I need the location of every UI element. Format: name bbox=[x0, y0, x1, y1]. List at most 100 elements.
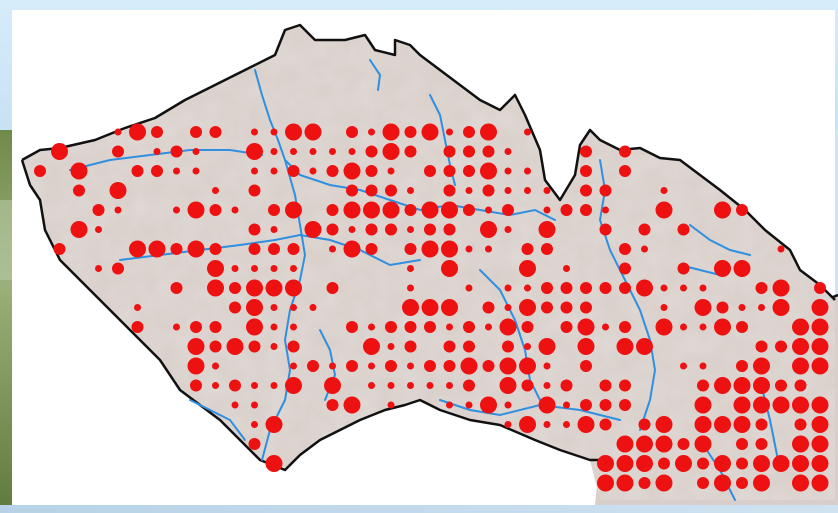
occurrence-dot bbox=[753, 396, 770, 414]
occurrence-dot bbox=[755, 418, 768, 431]
occurrence-dot bbox=[811, 416, 829, 433]
occurrence-dot bbox=[251, 401, 258, 409]
occurrence-dot bbox=[231, 265, 239, 272]
occurrence-dot bbox=[407, 226, 414, 233]
occurrence-dot bbox=[580, 301, 592, 314]
occurrence-dot bbox=[811, 396, 829, 414]
occurrence-dot bbox=[638, 477, 651, 489]
occurrence-dot bbox=[736, 321, 748, 333]
occurrence-dot bbox=[504, 401, 512, 409]
occurrence-dot bbox=[541, 301, 553, 314]
occurrence-dot bbox=[599, 379, 612, 392]
occurrence-dot bbox=[636, 279, 653, 297]
occurrence-dot bbox=[248, 223, 261, 236]
occurrence-dot bbox=[521, 321, 534, 333]
occurrence-dot bbox=[441, 260, 458, 277]
occurrence-dot bbox=[270, 343, 278, 350]
river-odra bbox=[689, 224, 751, 256]
occurrence-dot bbox=[368, 128, 375, 136]
occurrence-dot bbox=[251, 128, 258, 136]
occurrence-dot bbox=[519, 357, 536, 375]
occurrence-dot bbox=[736, 204, 748, 216]
occurrence-dot bbox=[599, 223, 612, 236]
occurrence-dot bbox=[792, 357, 809, 375]
occurrence-dot bbox=[192, 148, 200, 155]
occurrence-dot bbox=[675, 455, 692, 472]
occurrence-dot bbox=[229, 301, 241, 314]
occurrence-dot bbox=[597, 474, 614, 492]
occurrence-dot bbox=[733, 396, 751, 414]
occurrence-dot bbox=[151, 165, 163, 177]
occurrence-dot bbox=[443, 223, 456, 236]
occurrence-dot bbox=[329, 362, 336, 370]
occurrence-dot bbox=[343, 396, 361, 414]
occurrence-dot bbox=[697, 477, 709, 489]
occurrence-dot bbox=[580, 184, 592, 197]
occurrence-dot bbox=[443, 165, 456, 177]
occurrence-dot bbox=[70, 162, 88, 180]
occurrence-dot bbox=[811, 299, 829, 316]
occurrence-dot bbox=[680, 323, 687, 331]
occurrence-dot bbox=[134, 304, 141, 311]
occurrence-dot bbox=[170, 145, 183, 158]
occurrence-dot bbox=[714, 201, 731, 219]
occurrence-dot bbox=[660, 304, 668, 311]
occurrence-dot bbox=[248, 340, 261, 353]
occurrence-dot bbox=[387, 382, 395, 389]
occurrence-dot bbox=[599, 418, 612, 431]
occurrence-dot bbox=[521, 379, 534, 392]
occurrence-dot bbox=[290, 265, 297, 272]
occurrence-dot bbox=[714, 260, 731, 277]
occurrence-dot bbox=[499, 357, 517, 375]
occurrence-dot bbox=[404, 126, 417, 138]
occurrence-dot bbox=[775, 340, 787, 353]
occurrence-dot bbox=[270, 382, 278, 389]
occurrence-dot bbox=[131, 321, 144, 333]
river-ohre bbox=[69, 149, 263, 171]
occurrence-dot bbox=[753, 357, 770, 375]
occurrence-dot bbox=[694, 299, 712, 316]
occurrence-dot bbox=[207, 260, 224, 277]
occurrence-dot bbox=[519, 416, 536, 433]
occurrence-dot bbox=[811, 318, 829, 336]
occurrence-dot bbox=[524, 187, 531, 194]
occurrence-dot bbox=[504, 167, 512, 175]
occurrence-dot bbox=[231, 206, 239, 214]
occurrence-dot bbox=[363, 201, 380, 219]
occurrence-dot bbox=[443, 184, 456, 197]
occurrence-dot bbox=[543, 206, 551, 214]
occurrence-dot bbox=[502, 204, 514, 216]
occurrence-dot bbox=[699, 323, 707, 331]
occurrence-dot bbox=[580, 282, 592, 294]
occurrence-dot bbox=[616, 455, 634, 472]
occurrence-dot bbox=[563, 265, 570, 272]
occurrence-dot bbox=[541, 243, 553, 255]
occurrence-dot bbox=[270, 323, 278, 331]
occurrence-dot bbox=[563, 401, 570, 409]
occurrence-dot bbox=[755, 340, 768, 353]
occurrence-dot bbox=[190, 379, 202, 392]
occurrence-dot bbox=[443, 340, 456, 353]
occurrence-dot bbox=[268, 243, 280, 255]
occurrence-dot bbox=[463, 145, 475, 158]
occurrence-dot bbox=[387, 343, 395, 350]
occurrence-dots bbox=[34, 123, 829, 492]
occurrence-dot bbox=[811, 357, 829, 375]
occurrence-dot bbox=[714, 318, 731, 336]
occurrence-dot bbox=[463, 340, 475, 353]
occurrence-dot bbox=[772, 455, 790, 472]
occurrence-dot bbox=[794, 418, 807, 431]
occurrence-dot bbox=[421, 201, 439, 219]
occurrence-dot bbox=[480, 123, 497, 141]
occurrence-dot bbox=[307, 360, 319, 372]
occurrence-dot bbox=[265, 279, 283, 297]
occurrence-dot bbox=[385, 321, 397, 333]
occurrence-dot bbox=[577, 318, 595, 336]
occurrence-dot bbox=[524, 343, 531, 350]
occurrence-dot bbox=[463, 126, 475, 138]
occurrence-dot bbox=[92, 204, 105, 216]
occurrence-dot bbox=[382, 201, 400, 219]
occurrence-dot bbox=[304, 221, 322, 238]
occurrence-dot bbox=[599, 282, 612, 294]
